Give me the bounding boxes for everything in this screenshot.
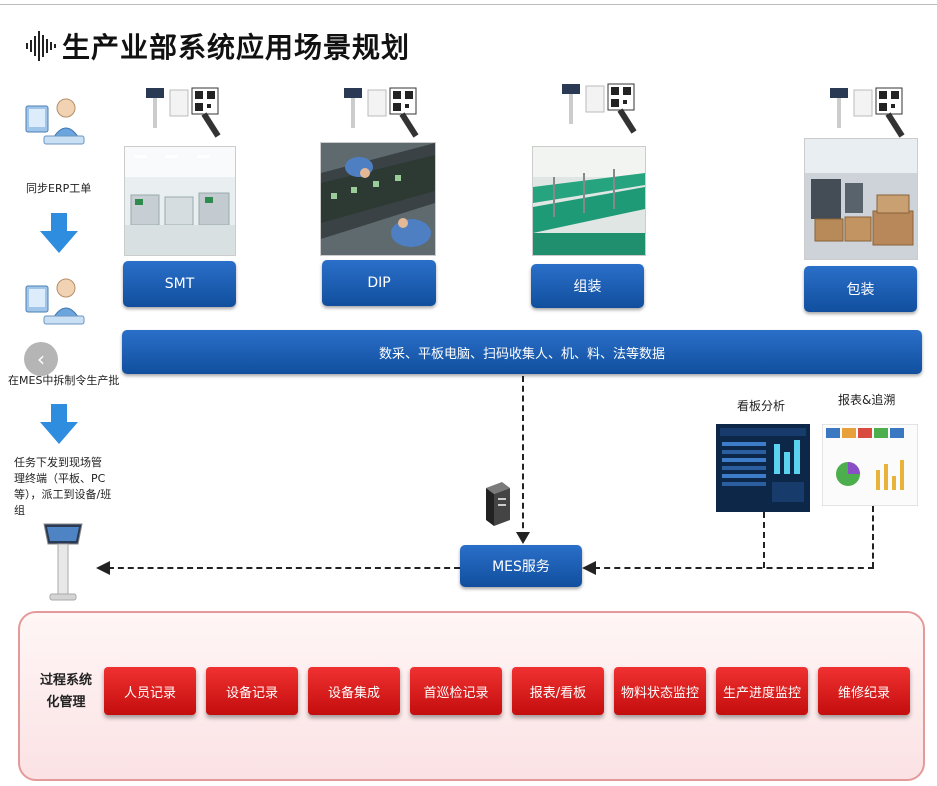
report-dashboard-thumbnail: [822, 424, 918, 506]
dip-line-photo: [320, 142, 436, 256]
kanban-dashboard-thumbnail: [716, 424, 810, 512]
operator-workstation-icon: [25, 278, 85, 325]
server-icon: [486, 482, 510, 526]
step-dispatch-label: 任务下发到现场管理终端（平板、PC等），派工到设备/班组: [14, 456, 112, 517]
step-split-order-label: 在MES中拆制令生产批: [8, 374, 120, 387]
kiosk-terminal-icon: [43, 523, 83, 601]
tablet-scanner-icon: [146, 87, 221, 138]
carousel-prev-button[interactable]: ‹: [24, 342, 58, 376]
process-item-equipment-integration[interactable]: 设备集成: [308, 667, 400, 715]
station-dip-button[interactable]: DIP: [322, 260, 436, 306]
process-item-progress-monitor[interactable]: 生产进度监控: [716, 667, 808, 715]
data-collection-bar: 数采、平板电脑、扫码收集人、机、料、法等数据: [122, 330, 922, 374]
station-assembly-button[interactable]: 组装: [531, 264, 644, 308]
connector-bar-to-mes: [522, 376, 524, 538]
page-title: 生产业部系统应用场景规划: [62, 31, 411, 64]
tablet-scanner-icon: [830, 87, 905, 138]
connector-mes-to-terminal: [108, 567, 460, 569]
step-sync-erp-label: 同步ERP工单: [26, 182, 92, 195]
process-item-report-kanban[interactable]: 报表/看板: [512, 667, 604, 715]
station-smt-button[interactable]: SMT: [123, 261, 236, 307]
tablet-scanner-icon: [344, 87, 419, 138]
arrow-down-icon: [40, 404, 78, 444]
smt-workshop-photo: [124, 146, 236, 256]
connector-kanban-drop: [763, 512, 765, 568]
arrow-down-icon: [40, 213, 78, 253]
arrowhead-left-icon: [582, 561, 596, 575]
process-item-material-monitor[interactable]: 物料状态监控: [614, 667, 706, 715]
process-group-label: 过程系统化管理: [39, 673, 92, 710]
arrowhead-left-icon: [96, 561, 110, 575]
packing-area-photo: [804, 138, 918, 260]
connector-dashboards-to-mes: [594, 567, 874, 569]
connector-report-drop: [872, 506, 874, 568]
process-item-maintenance[interactable]: 维修纪录: [818, 667, 910, 715]
process-item-equipment-record[interactable]: 设备记录: [206, 667, 298, 715]
tablet-scanner-icon: [562, 83, 637, 134]
kanban-analysis-label: 看板分析: [737, 399, 786, 413]
station-packing-button[interactable]: 包装: [804, 266, 917, 312]
operator-workstation-icon: [25, 98, 85, 145]
process-item-personnel[interactable]: 人员记录: [104, 667, 196, 715]
mes-service-button[interactable]: MES服务: [460, 545, 582, 587]
soundwave-logo-icon: [26, 31, 56, 61]
assembly-line-photo: [532, 146, 646, 256]
report-trace-label: 报表&追溯: [838, 393, 896, 407]
top-rule: [0, 4, 937, 5]
process-item-inspection[interactable]: 首巡检记录: [410, 667, 502, 715]
arrowhead-down-icon: [516, 532, 530, 544]
